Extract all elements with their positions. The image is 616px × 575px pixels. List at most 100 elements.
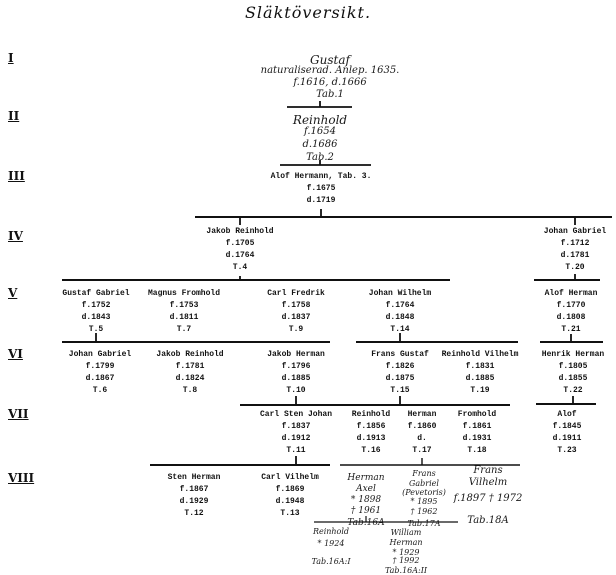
person-carl_vilhelm-name: Carl Vilhelm: [261, 473, 319, 482]
person-alof-line: T.23: [557, 446, 577, 455]
person-henrik_herman-name: Henrik Herman: [541, 350, 605, 359]
person-reinhold_vilhelm-line: f.1831: [465, 362, 495, 371]
person-johan_gabriel_vi-line: T.6: [92, 386, 108, 395]
person-magnus_fromhold-line: T.7: [176, 325, 192, 334]
handwritten-reinhold_ix-line: * 1924: [317, 539, 345, 548]
person-alof-line: d.1911: [552, 434, 582, 443]
person-jakob_reinhold_vi-line: f.1781: [175, 362, 205, 371]
person-fromhold-line: f.1861: [462, 422, 492, 431]
generation-label-IV: IV: [8, 229, 23, 243]
person-gustaf_gabriel-line: d.1843: [81, 313, 111, 322]
person-jakob_reinhold_vi-line: d.1824: [175, 374, 205, 383]
person-fromhold-line: d.1931: [462, 434, 492, 443]
person-carl_vilhelm-line: f.1869: [275, 485, 305, 494]
person-alof_hermann-line: f.1675: [306, 184, 336, 193]
handwritten-william_herman-line: Herman: [389, 538, 423, 547]
person-johan_gabriel_vi-line: f.1799: [85, 362, 115, 371]
handwritten-william_herman-line: Tab.16A:II: [384, 566, 428, 575]
person-johan_wilhelm_v-line: f.1764: [385, 301, 415, 310]
person-magnus_fromhold-line: f.1753: [169, 301, 199, 310]
handwritten-herman_axel-line: Axel: [356, 484, 376, 494]
person-gustaf_gabriel-line: T.5: [88, 325, 104, 334]
handwritten-reinhold_ix-line: Tab.16A:I: [311, 557, 351, 566]
handwritten-william_herman-line: † 1992: [392, 556, 420, 565]
handwritten-frans_gabriel-line: Gabriel: [409, 479, 439, 488]
person-carl_sten_johan-name: Carl Sten Johan: [259, 410, 333, 419]
person-jakob_reinhold_vi-line: T.8: [182, 386, 198, 395]
person-carl_vilhelm-line: d.1948: [275, 497, 305, 506]
handwritten-frans_gabriel-line: Frans: [412, 469, 436, 478]
person-gustaf_gabriel-name: Gustaf Gabriel: [62, 289, 130, 298]
person-alof-line: f.1845: [552, 422, 582, 431]
person-carl_vilhelm-line: T.13: [280, 509, 300, 518]
person-carl_fredrik-line: f.1758: [281, 301, 311, 310]
handwritten-frans_vilhelm-line: f.1897 † 1972: [453, 493, 523, 504]
generation-label-VII: VII: [8, 407, 29, 421]
person-jakob_reinhold_iv-name: Jakob Reinhold: [206, 227, 274, 236]
person-reinhold-name: Reinhold: [292, 113, 348, 127]
handwritten-frans_gabriel-line: Tab.17A: [407, 519, 441, 528]
person-reinhold_vii-line: d.1913: [356, 434, 386, 443]
person-gustaf-line: f.1616, d.1666: [293, 77, 367, 88]
person-herman-line: d.: [417, 434, 427, 443]
person-henrik_herman-line: T.22: [563, 386, 583, 395]
person-johan_wilhelm_v-line: T.14: [390, 325, 410, 334]
person-sten_herman-line: T.12: [184, 509, 204, 518]
person-fromhold-name: Fromhold: [457, 410, 497, 419]
person-carl_sten_johan-line: f.1837: [281, 422, 311, 431]
generation-label-V: V: [8, 286, 18, 300]
person-carl_fredrik-name: Carl Fredrik: [267, 289, 325, 298]
handwritten-frans_gabriel-line: † 1962: [410, 507, 438, 516]
person-magnus_fromhold-name: Magnus Fromhold: [147, 289, 221, 298]
person-herman-line: f.1860: [407, 422, 437, 431]
handwritten-herman_axel-line: * 1898: [350, 495, 382, 505]
person-reinhold_vilhelm-line: T.19: [470, 386, 490, 395]
person-alof_herman_v-line: T.21: [561, 325, 581, 334]
person-carl_sten_johan-line: d.1912: [281, 434, 311, 443]
person-frans_gustaf-line: T.15: [390, 386, 410, 395]
person-johan_gabriel_iv-line: f.1712: [560, 239, 590, 248]
person-reinhold_vilhelm-name: Reinhold Vilhelm: [441, 350, 519, 359]
person-alof-name: Alof: [557, 410, 577, 419]
person-herman-line: T.17: [412, 446, 432, 455]
person-gustaf_gabriel-line: f.1752: [81, 301, 111, 310]
person-reinhold_vii-line: f.1856: [356, 422, 386, 431]
handwritten-frans_vilhelm-line: Tab.18A: [467, 515, 509, 526]
person-magnus_fromhold-line: d.1811: [169, 313, 199, 322]
person-johan_wilhelm_v-line: d.1848: [385, 313, 415, 322]
generation-label-II: II: [8, 109, 20, 123]
person-jakob_herman-line: f.1796: [281, 362, 311, 371]
person-johan_wilhelm_v-name: Johan Wilhelm: [368, 289, 432, 298]
person-carl_fredrik-line: d.1837: [281, 313, 311, 322]
person-alof_herman_v-line: d.1808: [556, 313, 586, 322]
person-sten_herman-line: f.1867: [179, 485, 209, 494]
handwritten-herman_axel-line: Herman: [347, 473, 385, 483]
handwritten-william_herman-line: * 1929: [392, 548, 420, 557]
person-jakob_reinhold_vi-name: Jakob Reinhold: [156, 350, 224, 359]
person-jakob_herman-name: Jakob Herman: [267, 350, 325, 359]
person-frans_gustaf-line: f.1826: [385, 362, 415, 371]
person-gustaf-line: naturaliserad. Anlep. 1635.: [260, 65, 400, 76]
person-frans_gustaf-line: d.1875: [385, 374, 415, 383]
person-jakob_reinhold_iv-line: f.1705: [225, 239, 255, 248]
person-jakob_reinhold_iv-line: d.1764: [225, 251, 255, 260]
person-reinhold-line: d.1686: [302, 139, 338, 150]
person-fromhold-line: T.18: [467, 446, 487, 455]
person-johan_gabriel_iv-line: d.1781: [560, 251, 590, 260]
handwritten-frans_gabriel-line: * 1895: [410, 497, 438, 506]
generation-label-I: I: [8, 51, 14, 65]
person-alof_hermann-line: d.1719: [306, 196, 336, 205]
person-sten_herman-name: Sten Herman: [167, 473, 221, 482]
person-gustaf-name: Gustaf: [310, 53, 350, 67]
handwritten-reinhold_ix-line: Reinhold: [312, 527, 350, 536]
person-reinhold_vii-line: T.16: [361, 446, 381, 455]
handwritten-herman_axel-line: Tab.16A: [347, 518, 385, 528]
handwritten-william_herman-line: William: [390, 528, 422, 537]
person-reinhold_vii-name: Reinhold: [351, 410, 391, 419]
person-henrik_herman-line: f.1805: [558, 362, 588, 371]
handwritten-herman_axel-line: † 1961: [350, 506, 382, 516]
generation-label-VI: VI: [8, 347, 23, 361]
handwritten-frans_gabriel-line: (Pevetoris): [402, 488, 446, 497]
